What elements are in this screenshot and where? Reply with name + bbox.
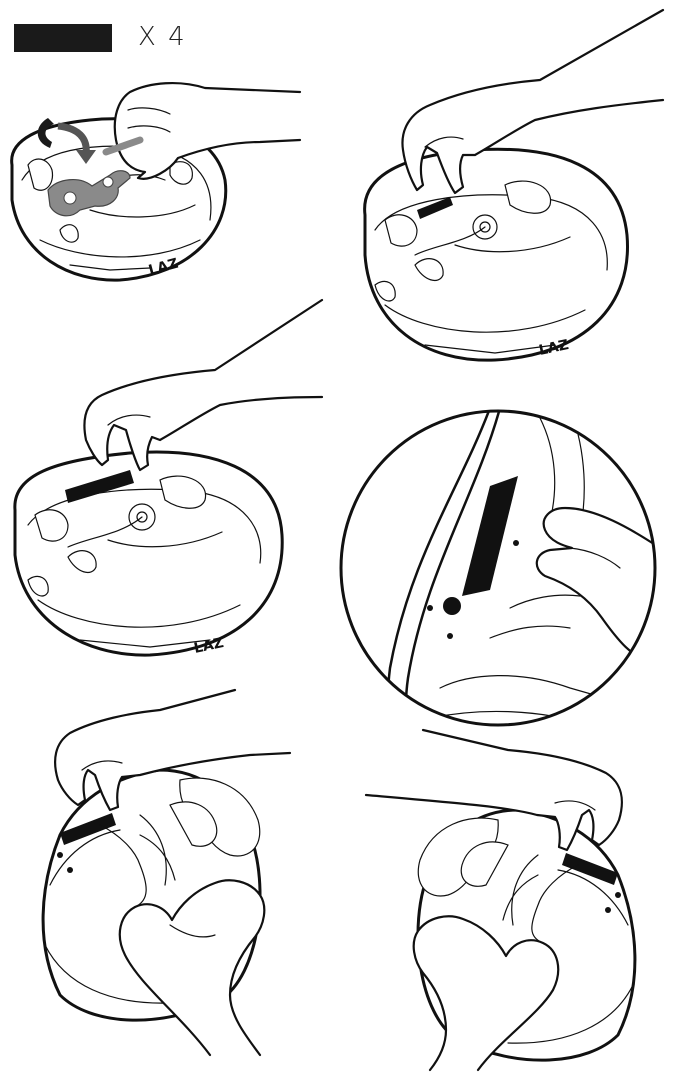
hand xyxy=(401,8,665,195)
left-hand xyxy=(412,915,560,1072)
left-hand xyxy=(54,688,292,812)
pad-swatch xyxy=(14,24,112,52)
step-1-illustration: LAZ xyxy=(10,81,302,282)
helmet-shell xyxy=(13,450,284,657)
step-2-illustration: LAZ xyxy=(363,8,665,362)
right-hand xyxy=(118,879,266,1057)
hand xyxy=(83,298,324,472)
black-pad xyxy=(462,476,518,596)
black-pad xyxy=(417,197,453,219)
black-pad xyxy=(65,470,134,503)
step-5-illustration xyxy=(41,688,292,1057)
svg-text:LAZ: LAZ xyxy=(147,256,180,279)
quantity-label: X 4 xyxy=(138,22,187,52)
black-pad xyxy=(562,853,618,885)
step-4-detail-illustration xyxy=(339,409,657,727)
rotate-arrow-icon xyxy=(37,118,96,164)
right-hand xyxy=(364,728,623,852)
hand xyxy=(113,81,302,180)
hand xyxy=(535,506,655,670)
svg-text:LAZ: LAZ xyxy=(193,635,226,657)
helmet-shell xyxy=(363,147,629,362)
detail-circle-border xyxy=(339,409,657,727)
svg-text:LAZ: LAZ xyxy=(538,337,571,359)
step-3-illustration: LAZ xyxy=(13,298,324,657)
black-pad xyxy=(60,813,116,845)
step-6-illustration xyxy=(364,728,637,1072)
